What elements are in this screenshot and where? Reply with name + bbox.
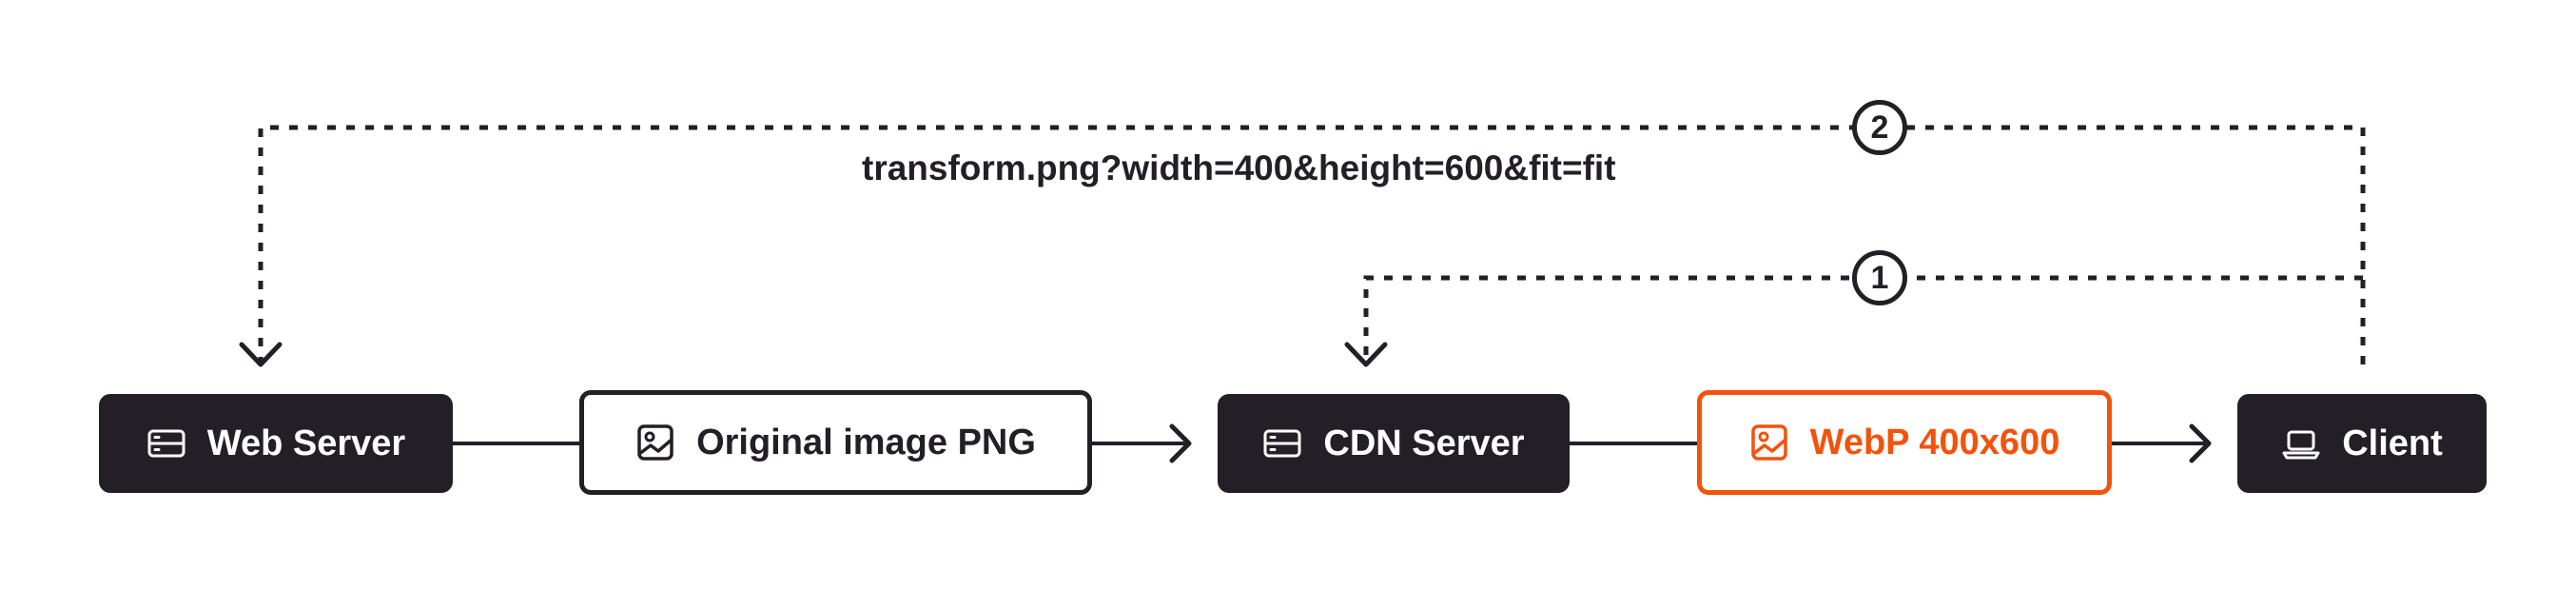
request-path-2 [258,125,2366,364]
webp-image-label: WebP 400x600 [1809,422,2060,462]
flow-arrowhead-client [2189,423,2212,463]
cdn-server-node: CDN Server [1218,394,1570,493]
cdn-server-label: CDN Server [1323,423,1525,463]
step-2-badge: 2 [1852,100,1907,155]
client-label: Client [2342,423,2443,463]
webp-image-node: WebP 400x600 [1697,390,2112,495]
original-image-node: Original image PNG [579,390,1092,495]
image-icon [635,423,675,462]
web-server-node: Web Server [99,394,453,493]
server-icon [1262,423,1302,463]
web-server-label: Web Server [206,423,406,463]
server-icon [146,423,186,463]
request-url-label: transform.png?width=400&height=600&fit=f… [862,148,1616,187]
request-path-2-arrowhead [239,342,283,367]
request-path-1 [1363,275,2363,362]
image-icon [1749,423,1789,462]
original-image-label: Original image PNG [696,422,1036,462]
step-1-badge: 1 [1852,250,1907,305]
client-node: Client [2237,394,2487,493]
request-path-1-arrowhead [1344,342,1388,367]
laptop-icon [2281,423,2321,463]
flow-arrowhead-cdn [1169,423,1192,463]
